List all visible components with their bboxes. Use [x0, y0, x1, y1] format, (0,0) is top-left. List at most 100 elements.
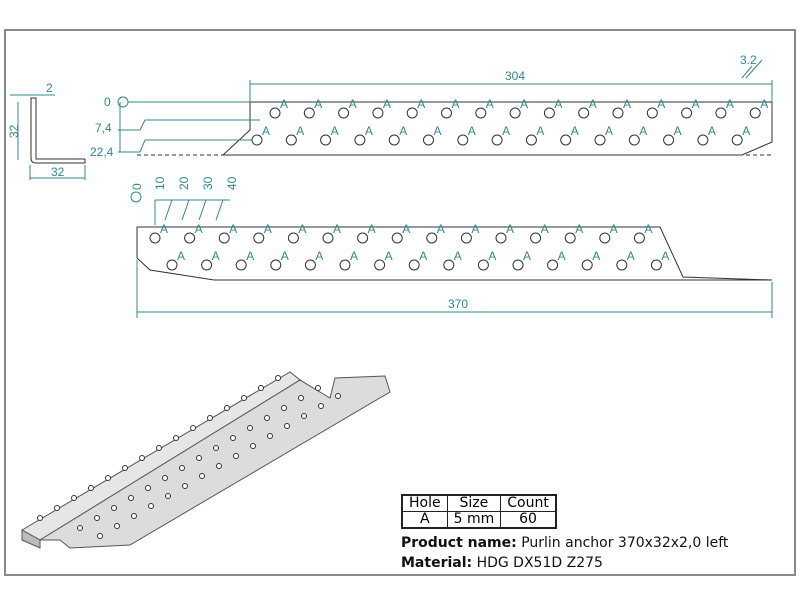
hole-label: A: [229, 222, 237, 236]
hole-label: A: [437, 222, 445, 236]
hole-a: [111, 505, 117, 511]
hole-label: A: [177, 249, 185, 263]
hole-label: A: [264, 222, 272, 236]
hole-a: [230, 435, 236, 441]
header-hole: Hole: [401, 494, 448, 512]
hole-a: [149, 232, 161, 244]
length-total-dim: 370: [448, 297, 468, 311]
y2-dim: 22,4: [90, 145, 114, 159]
hole-label: A: [349, 97, 357, 111]
flange-height-dim: 32: [7, 124, 21, 138]
hole-label: A: [468, 124, 476, 138]
hole-label: A: [365, 124, 373, 138]
hole-a: [475, 107, 487, 119]
hole-a: [530, 232, 542, 244]
hole-a: [253, 232, 265, 244]
hole-a: [423, 134, 434, 146]
hole-label: A: [333, 222, 341, 236]
hole-a: [628, 134, 640, 146]
hole-a: [408, 259, 420, 271]
hole-a: [731, 134, 743, 146]
thickness-dim: 2: [46, 81, 53, 95]
hole-a: [145, 485, 151, 491]
cell-hole: A: [401, 511, 448, 529]
hole-a: [354, 134, 366, 146]
hole-a: [599, 232, 611, 244]
hole-a: [196, 455, 202, 461]
x0-dim: 0: [130, 183, 144, 190]
hole-a: [388, 134, 400, 146]
hole-a: [258, 385, 264, 391]
hole-label: A: [589, 97, 597, 111]
hole-a: [477, 259, 489, 271]
roughness-symbol: 3.2: [740, 53, 757, 67]
hole-label: A: [417, 97, 425, 111]
hole-a: [697, 134, 709, 146]
hole-a: [165, 493, 171, 499]
hole-a: [749, 107, 761, 119]
hole-a: [525, 134, 537, 146]
hole-label: A: [760, 97, 768, 111]
hole-label: A: [486, 97, 494, 111]
hole-a: [105, 475, 111, 481]
hole-label: A: [471, 222, 479, 236]
top-view-dims: [117, 59, 773, 153]
x3-dim: 30: [201, 176, 215, 190]
material-label: Material:: [401, 555, 473, 571]
hole-label: A: [315, 249, 323, 263]
hole-a: [633, 232, 645, 244]
x2-dim: 20: [177, 176, 191, 190]
hole-label: A: [246, 249, 254, 263]
hole-label: A: [610, 222, 618, 236]
hole-a: [322, 232, 334, 244]
hole-a: [543, 107, 555, 119]
hole-a: [285, 134, 297, 146]
flange-width-dim: 32: [51, 165, 65, 179]
hole-label: A: [541, 222, 549, 236]
isometric-holes: [37, 375, 341, 539]
hole-a: [560, 134, 572, 146]
hole-a: [94, 515, 100, 521]
hole-a: [128, 495, 134, 501]
hole-label: A: [558, 249, 566, 263]
hole-a: [303, 107, 315, 119]
hole-label: A: [383, 97, 391, 111]
hole-a: [184, 232, 196, 244]
hole-a: [457, 134, 469, 146]
y1-dim: 7,4: [95, 121, 112, 135]
hole-a: [426, 232, 438, 244]
hole-label: A: [314, 97, 322, 111]
hole-a: [612, 107, 624, 119]
hole-label: A: [692, 97, 700, 111]
hole-a: [594, 134, 606, 146]
hole-a: [166, 259, 178, 271]
hole-label: A: [575, 222, 583, 236]
hole-a: [267, 433, 273, 439]
sheet-frame: [4, 29, 796, 576]
material-value: HDG DX51D Z275: [476, 555, 603, 571]
hole-a: [182, 483, 188, 489]
hole-label: A: [281, 249, 289, 263]
hole-a: [148, 503, 154, 509]
hole-a: [298, 395, 304, 401]
hole-a: [650, 259, 662, 271]
hole-a: [372, 107, 384, 119]
hole-a: [201, 259, 213, 271]
hole-label: A: [212, 249, 220, 263]
hole-a: [281, 405, 287, 411]
side-view-outline: [136, 226, 773, 281]
hole-a: [460, 232, 472, 244]
hole-label: A: [402, 222, 410, 236]
cell-size: 5 mm: [446, 511, 502, 529]
hole-a: [581, 259, 593, 271]
hole-label: A: [536, 124, 544, 138]
hole-a: [406, 107, 418, 119]
hole-label: A: [627, 249, 635, 263]
hole-a: [495, 232, 507, 244]
hole-a: [338, 107, 350, 119]
hole-label: A: [419, 249, 427, 263]
